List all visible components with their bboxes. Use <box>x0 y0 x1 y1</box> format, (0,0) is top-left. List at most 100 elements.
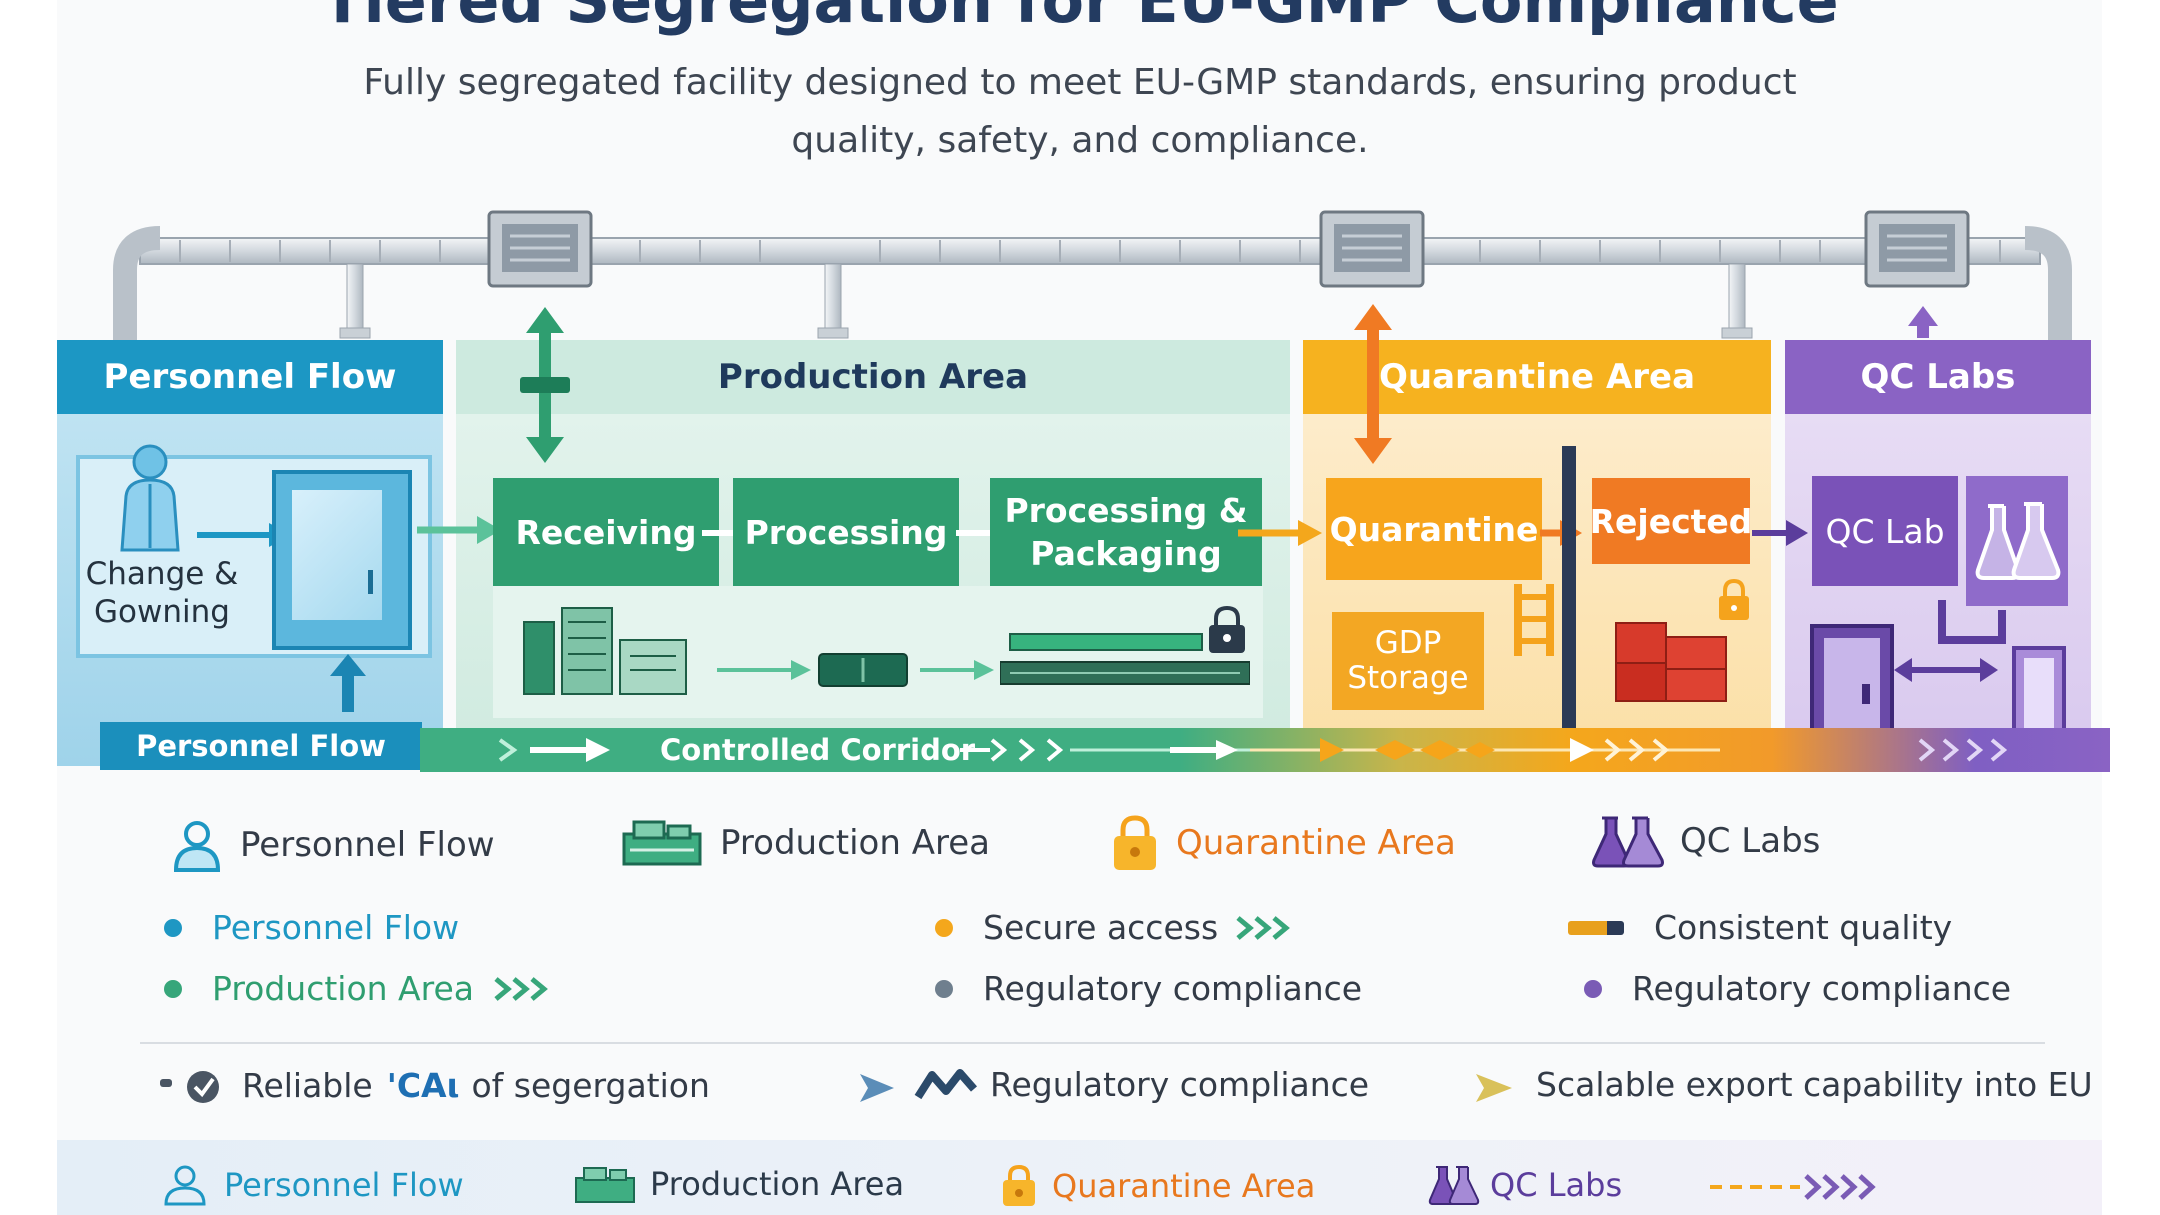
footer-item-production: Production Area <box>574 1164 904 1204</box>
bar-marker-icon <box>1568 920 1624 935</box>
storage-racks-icon <box>523 607 687 695</box>
room-personnel-flow-corridor: Personnel Flow <box>100 722 422 770</box>
bullet-label: Regulatory compliance <box>1632 969 2012 1008</box>
packaging-line-icon <box>1000 633 1250 685</box>
footer-bar <box>57 1140 2102 1215</box>
flask-icon <box>1592 814 1664 868</box>
lock-icon <box>1110 814 1160 872</box>
legend-label-personnel: Personnel Flow <box>240 825 495 865</box>
legend-item-quarantine: Quarantine Area <box>1110 814 1456 872</box>
benefit-label-prefix: Reliable <box>242 1065 373 1105</box>
bullet-dot <box>164 918 182 937</box>
check-badge-icon <box>160 1071 219 1103</box>
arrow-equipment-2 <box>920 660 994 680</box>
room-processing: Processing <box>733 478 959 586</box>
bullet-production-area: Production Area <box>164 969 552 1008</box>
bullet-secure-access: Secure access <box>935 908 1294 947</box>
flask-icon <box>1428 1166 1480 1205</box>
arrow-rejected-to-qc <box>1752 520 1808 546</box>
machine-icon <box>575 1167 635 1203</box>
hvac-duct-system <box>113 210 2072 340</box>
bullet-label: Consistent quality <box>1654 908 1953 947</box>
arrow-to-quarantine <box>1238 520 1322 546</box>
bullet-dot <box>164 979 182 998</box>
header-qc-labs: QC Labs <box>1785 340 2091 414</box>
arrow-to-receiving <box>417 516 501 544</box>
header-quarantine-area: Quarantine Area <box>1303 340 1771 414</box>
footer-item-quarantine: Quarantine Area <box>1000 1164 1315 1208</box>
qc-lab-equipment-room <box>1966 476 2068 606</box>
benefit-reliable-segregation: Reliable 'CAι of segergation <box>158 1065 710 1105</box>
legend-label-quarantine: Quarantine Area <box>1176 823 1456 863</box>
legend-label-production: Production Area <box>720 823 990 863</box>
wave-icon <box>914 1068 978 1099</box>
footer-item-qc: QC Labs <box>1428 1164 1622 1206</box>
legend-item-production: Production Area <box>620 818 990 868</box>
airflow-arrow-quarantine <box>1354 304 1392 464</box>
bullet-label: Secure access <box>983 908 1219 947</box>
lock-icon <box>1003 1164 1035 1206</box>
air-handler-unit-2 <box>1319 210 1425 288</box>
footer-item-personnel: Personnel Flow <box>162 1164 464 1206</box>
rejected-crates-icon <box>1615 622 1727 702</box>
lock-icon <box>1719 578 1749 620</box>
airflow-arrow-production <box>520 307 570 463</box>
divider <box>140 1042 2045 1044</box>
bullet-dot <box>935 918 953 937</box>
person-icon <box>170 818 224 872</box>
air-handler-unit-3 <box>1864 210 1970 288</box>
arrow-up-personnel <box>330 654 366 712</box>
room-gdp-storage: GDP Storage <box>1332 612 1484 710</box>
page-title: Tiered Segregation for EU-GMP Compliance <box>321 0 1839 37</box>
room-receiving: Receiving <box>493 478 719 586</box>
airlock-door <box>272 470 412 650</box>
lock-icon <box>1209 605 1245 653</box>
footer-label: Quarantine Area <box>1052 1167 1316 1205</box>
footer-label: QC Labs <box>1490 1166 1623 1204</box>
room-label-change-gowning: Change & Gowning <box>85 556 239 630</box>
room-rejected: Rejected <box>1590 478 1752 564</box>
airflow-arrow-qc <box>1908 306 1938 338</box>
bullet-label: Regulatory compliance <box>983 969 1363 1008</box>
header-personnel-flow: Personnel Flow <box>57 340 443 414</box>
room-quarantine: Quarantine <box>1326 478 1542 580</box>
person-icon <box>164 1165 206 1206</box>
subtitle-line-2: quality, safety, and compliance. <box>791 120 1369 161</box>
benefit-label-mark: 'CAι <box>386 1065 460 1105</box>
ladder-icon <box>1514 584 1554 656</box>
air-handler-unit-1 <box>487 210 593 288</box>
dashed-chevron-arrow-icon <box>1710 1174 1876 1200</box>
chevron-arrows-icon <box>1236 915 1291 940</box>
corridor-label: Controlled Corridor <box>660 733 976 767</box>
benefit-regulatory-compliance: Regulatory compliance <box>914 1065 1369 1104</box>
footer-label: Production Area <box>650 1165 905 1203</box>
header-production-area: Production Area <box>456 340 1290 414</box>
corridor-flow-arrows <box>498 738 2008 762</box>
arrow-benefit-1 <box>716 1074 894 1102</box>
bullet-regulatory-compliance-2: Regulatory compliance <box>1584 969 2011 1008</box>
footer-label: Personnel Flow <box>224 1166 464 1204</box>
chevron-arrows-icon <box>494 976 548 1001</box>
bullet-label: Production Area <box>212 969 475 1008</box>
machine-icon <box>620 818 704 868</box>
benefit-label: Regulatory compliance <box>990 1065 1370 1104</box>
benefit-scalable-export: Scalable export capability into EU <box>1536 1065 2093 1104</box>
segregation-wall <box>1562 446 1576 728</box>
bullet-label: Personnel Flow <box>212 908 460 947</box>
flask-icon <box>1975 502 2061 580</box>
benefit-label-suffix: of segergation <box>471 1065 710 1105</box>
bullet-personnel-flow: Personnel Flow <box>164 908 459 947</box>
bullet-dot <box>1584 979 1602 998</box>
subtitle-line-1: Fully segregated facility designed to me… <box>363 62 1797 103</box>
room-qc-lab: QC Lab <box>1812 476 1958 586</box>
bullet-consistent-quality: Consistent quality <box>1568 908 1952 947</box>
arrow-benefit-2 <box>1370 1074 1512 1102</box>
legend-item-qc: QC Labs <box>1592 814 1820 868</box>
bullet-dot <box>935 979 953 998</box>
transfer-machine-icon <box>818 653 908 687</box>
bullet-regulatory-compliance-1: Regulatory compliance <box>935 969 1362 1008</box>
room-processing-packaging: Processing & Packaging <box>990 478 1262 586</box>
legend-item-personnel: Personnel Flow <box>170 818 495 872</box>
benefit-label: Scalable export capability into EU <box>1536 1065 2093 1104</box>
page-subtitle: Fully segregated facility designed to me… <box>0 54 2160 170</box>
